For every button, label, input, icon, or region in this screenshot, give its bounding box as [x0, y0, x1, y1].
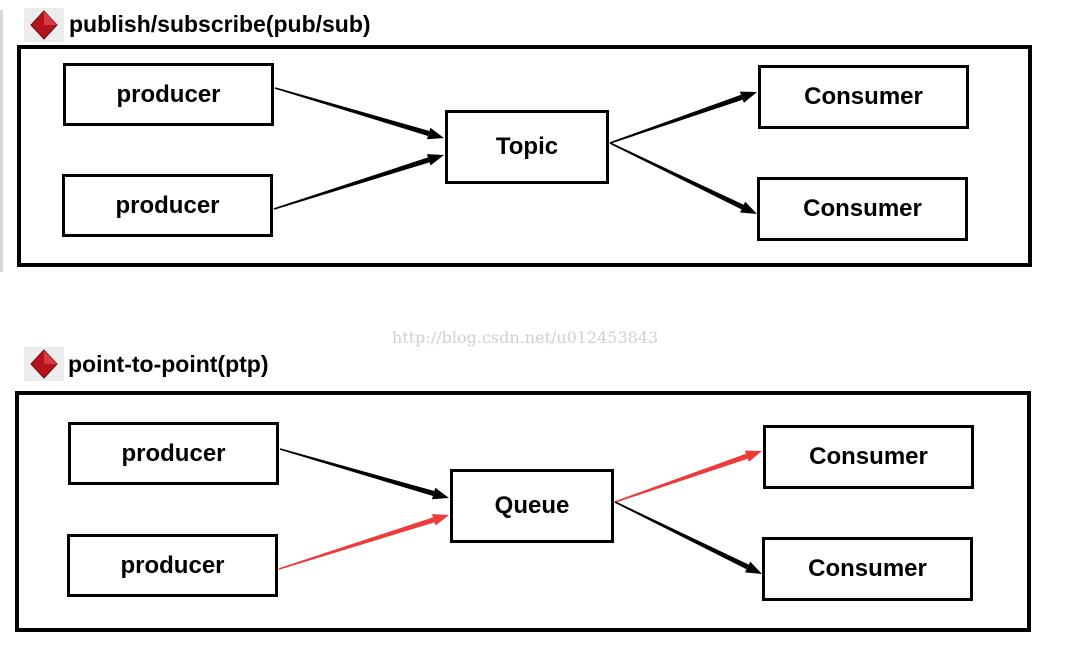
ptp-consumer-1: Consumer: [763, 425, 974, 489]
arrow-topic-to-pubsub-consumer-2: [609, 142, 757, 214]
red-diamond-icon: [24, 8, 64, 42]
queue-box: Queue: [450, 469, 614, 543]
left-edge-strip: [0, 10, 3, 272]
pubsub-consumer-2: Consumer: [757, 177, 968, 241]
pubsub-producer-1: producer: [63, 63, 274, 126]
pubsub-consumer-1: Consumer: [758, 65, 969, 129]
arrow-queue-to-ptp-consumer-1: [614, 450, 762, 503]
watermark-url: http://blog.csdn.net/u012453843: [392, 328, 659, 347]
pubsub-producer-2: producer: [62, 174, 273, 237]
arrow-topic-to-pubsub-consumer-1: [609, 91, 757, 144]
pubsub-title: publish/subscribe(pub/sub): [69, 11, 371, 37]
ptp-producer-2: producer: [67, 534, 278, 597]
topic-box: Topic: [445, 110, 609, 184]
arrow-pubsub-producer-1-to-topic: [274, 87, 444, 140]
ptp-producer-1: producer: [68, 422, 279, 485]
ptp-frame: [15, 391, 1031, 632]
pubsub-frame: [17, 45, 1032, 267]
ptp-consumer-2: Consumer: [762, 537, 973, 601]
arrow-ptp-producer-2-to-queue: [278, 514, 449, 570]
arrow-queue-to-ptp-consumer-2: [614, 501, 762, 574]
red-diamond-icon: [24, 347, 64, 381]
ptp-title: point-to-point(ptp): [68, 351, 269, 377]
arrow-pubsub-producer-2-to-topic: [273, 154, 444, 210]
arrow-ptp-producer-1-to-queue: [279, 448, 449, 500]
